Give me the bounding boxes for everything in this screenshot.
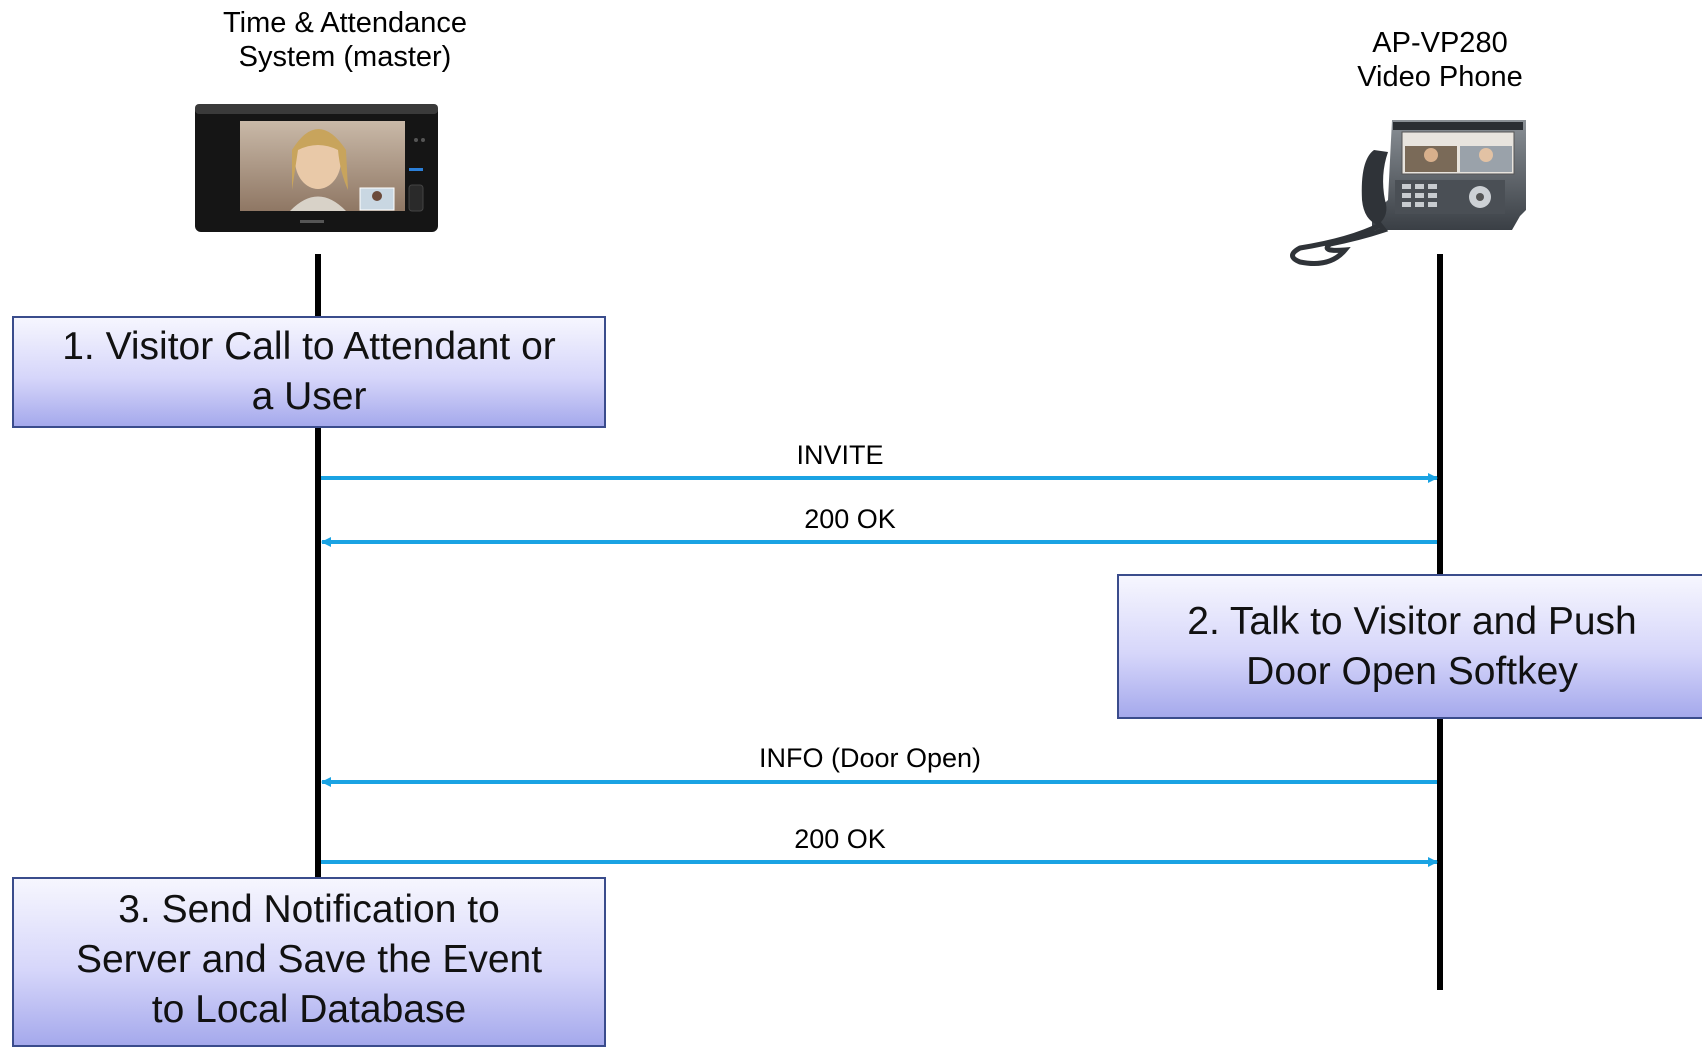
- attendance-terminal-icon: [195, 104, 438, 232]
- step-box-1: 1. Visitor Call to Attendant or a User: [12, 316, 606, 428]
- message-label-invite: INVITE: [796, 440, 884, 470]
- message-label-info-door-open: INFO (Door Open): [758, 743, 982, 773]
- step-3-text: 3. Send Notification to Server and Save …: [75, 888, 543, 1031]
- step-1-text: 1. Visitor Call to Attendant or a User: [62, 325, 556, 418]
- participant-label-video-phone: AP-VP280 Video Phone: [1357, 27, 1523, 93]
- step-2-text: 2. Talk to Visitor and Push Door Open So…: [1187, 599, 1637, 693]
- message-label-200-ok-2: 200 OK: [794, 824, 886, 854]
- message-label-200-ok-1: 200 OK: [804, 504, 896, 534]
- step-box-2: 2. Talk to Visitor and Push Door Open So…: [1117, 574, 1702, 719]
- video-phone-icon: [1290, 120, 1526, 266]
- participant-label-attendance-system: Time & Attendance System (master): [223, 7, 467, 73]
- step-box-3: 3. Send Notification to Server and Save …: [12, 877, 606, 1047]
